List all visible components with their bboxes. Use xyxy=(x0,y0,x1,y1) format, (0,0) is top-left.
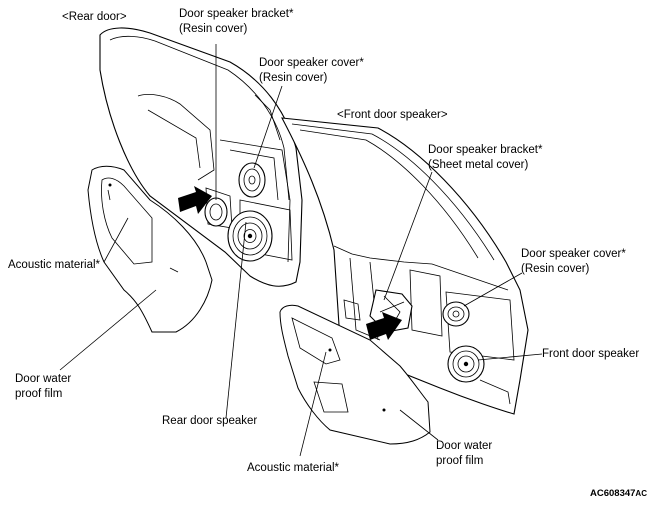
rear-cover-label-line2: (Resin cover) xyxy=(259,72,328,84)
rear-cover-label-line1: Door speaker cover* xyxy=(259,57,364,69)
leader-lines xyxy=(59,44,543,457)
rear-bracket-label-line1: Door speaker bracket* xyxy=(179,8,294,20)
figure-code: AC608347AC xyxy=(590,488,647,499)
rear-bracket-label-line2: (Resin cover) xyxy=(179,23,248,35)
front-film-label-line2: proof film xyxy=(436,455,484,467)
front-speaker-label: Front door speaker xyxy=(542,348,640,360)
rear-acoustic-label: Acoustic material* xyxy=(8,259,101,271)
front-door-title: <Front door speaker> xyxy=(337,109,448,121)
rear-door-speaker xyxy=(227,210,273,262)
rear-film-label-line2: proof film xyxy=(15,388,63,400)
front-bracket-label-line1: Door speaker bracket* xyxy=(428,144,543,156)
rear-door-title: <Rear door> xyxy=(62,11,127,23)
front-install-arrow xyxy=(366,312,402,340)
figure-code-number: AC608347 xyxy=(590,488,636,499)
front-acoustic-label: Acoustic material* xyxy=(247,462,340,474)
front-cover-label-line1: Door speaker cover* xyxy=(521,248,626,260)
front-bracket-label-line2: (Sheet metal cover) xyxy=(428,159,529,171)
front-film-label-line1: Door water xyxy=(436,440,493,452)
front-speaker-cover xyxy=(442,301,470,327)
front-waterproof-film xyxy=(279,304,431,445)
rear-speaker-bracket xyxy=(204,197,228,227)
rear-install-arrow xyxy=(178,186,212,214)
front-door-speaker xyxy=(447,345,485,383)
rear-waterproof-film xyxy=(87,165,213,333)
rear-speaker-cover xyxy=(238,162,266,198)
figure-code-suffix: AC xyxy=(635,489,647,498)
front-cover-label-line2: (Resin cover) xyxy=(521,263,590,275)
rear-speaker-label: Rear door speaker xyxy=(162,415,258,427)
rear-film-label-line1: Door water xyxy=(15,373,72,385)
